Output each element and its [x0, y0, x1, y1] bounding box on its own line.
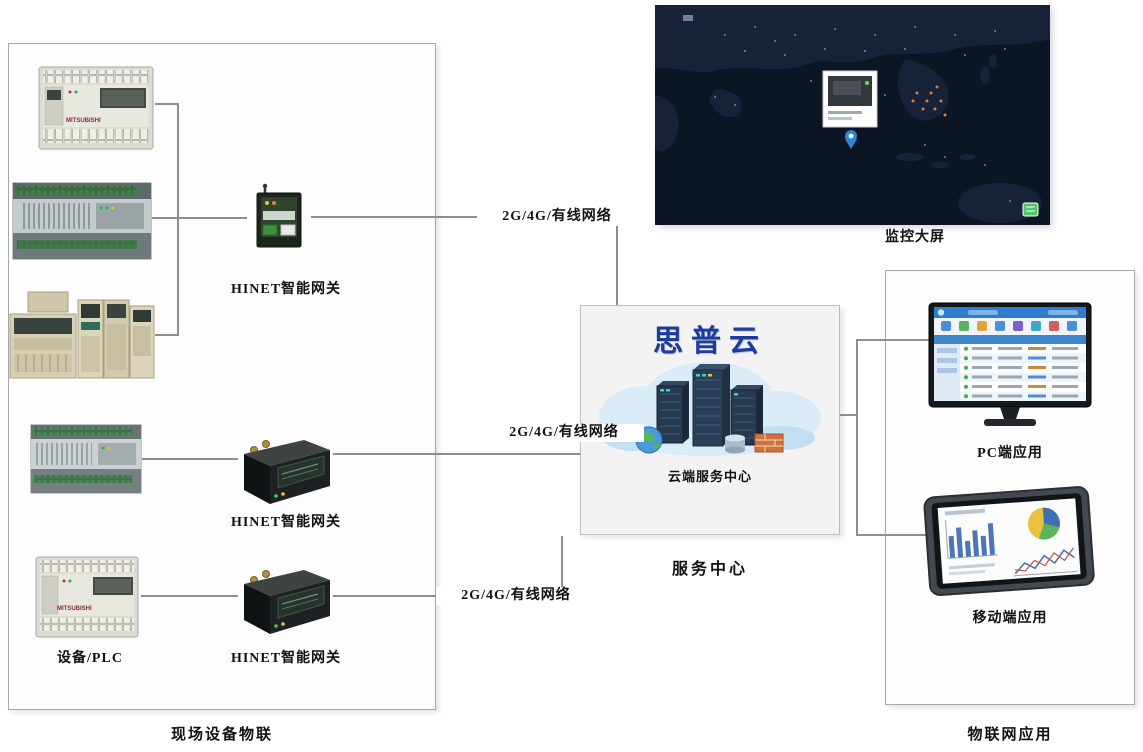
tablet-line-chart: [1013, 547, 1078, 577]
pc-app-label: PC端应用: [977, 446, 1043, 461]
mobile-app-label: 移动端应用: [972, 611, 1048, 626]
cloud-center-label: 云端服务中心: [667, 469, 752, 484]
pc-monitor-image: [928, 302, 1092, 426]
hinet-gateway-image-1: [256, 183, 302, 248]
map-landmass: [655, 5, 1050, 223]
cloud-servers-image: [599, 362, 821, 456]
server-tower-right: [730, 385, 763, 446]
cloud-brand-title: 思普云: [653, 325, 767, 358]
server-tower-left: [656, 381, 689, 444]
monitor-base: [984, 419, 1036, 426]
map-flag-icon: [683, 15, 693, 27]
connector-line: [155, 334, 178, 336]
plc-brand-text: MITSUBISHI: [57, 606, 92, 612]
connector-line: [616, 216, 618, 305]
iot-apps-panel-title: 物联网应用: [967, 727, 1053, 743]
link-label-top: 2G/4G/有线网络: [477, 208, 637, 226]
connector-line: [858, 534, 928, 536]
service-center-title: 服务中心: [671, 561, 748, 578]
map-location-pin-icon: [845, 130, 857, 149]
monitor-stand: [1000, 407, 1020, 419]
connector-line: [177, 103, 179, 336]
field-devices-panel-title: 现场设备物联: [170, 727, 273, 743]
mitsubishi-plc-image-2: MITSUBISHI: [35, 556, 139, 638]
connector-line: [840, 414, 858, 416]
connector-line: [142, 458, 238, 460]
connector-line: [141, 595, 238, 597]
monitor-wall-label: 监控大屏: [885, 230, 945, 245]
gateway-label-1: HINET智能网关: [230, 282, 342, 297]
link-label-bottom: 2G/4G/有线网络: [436, 587, 596, 605]
connector-line: [561, 536, 563, 597]
hinet-gateway-image-3: [244, 570, 330, 634]
device-plc-label: 设备/PLC: [57, 651, 123, 666]
connector-line: [858, 339, 930, 341]
server-tower-mid: [692, 364, 730, 447]
map-device-popup: [822, 70, 878, 128]
monitoring-map-image: [655, 5, 1050, 225]
connector-line: [311, 216, 617, 218]
firewall-icon: [754, 433, 784, 453]
plc-brand-text: MITSUBISHI: [66, 118, 101, 124]
connector-line: [333, 453, 580, 455]
map-alert-dots: [911, 85, 947, 117]
gateway-label-2: HINET智能网关: [230, 515, 342, 530]
hinet-gateway-image-2: [244, 440, 330, 504]
tablet-bar-chart: [948, 523, 996, 559]
tablet-pie-chart: [1027, 507, 1060, 540]
mitsubishi-plc-image: MITSUBISHI: [38, 66, 154, 150]
plc-module-stack-image: [9, 291, 155, 379]
link-label-middle: 2G/4G/有线网络: [484, 424, 644, 442]
connector-line: [856, 339, 858, 536]
map-legend-icon: [1022, 202, 1039, 217]
database-icon: [725, 434, 745, 454]
gateway-label-3: HINET智能网关: [230, 651, 342, 666]
dashboard-icon-row: [941, 321, 1077, 331]
tablet-image: [923, 486, 1095, 596]
siemens-plc-image: [12, 182, 152, 260]
tablet-wrapper: [921, 480, 1098, 600]
dashboard-table: [960, 344, 1086, 401]
siemens-plc-image-2: [30, 424, 142, 494]
connector-line: [152, 217, 247, 219]
connector-line: [155, 103, 178, 105]
